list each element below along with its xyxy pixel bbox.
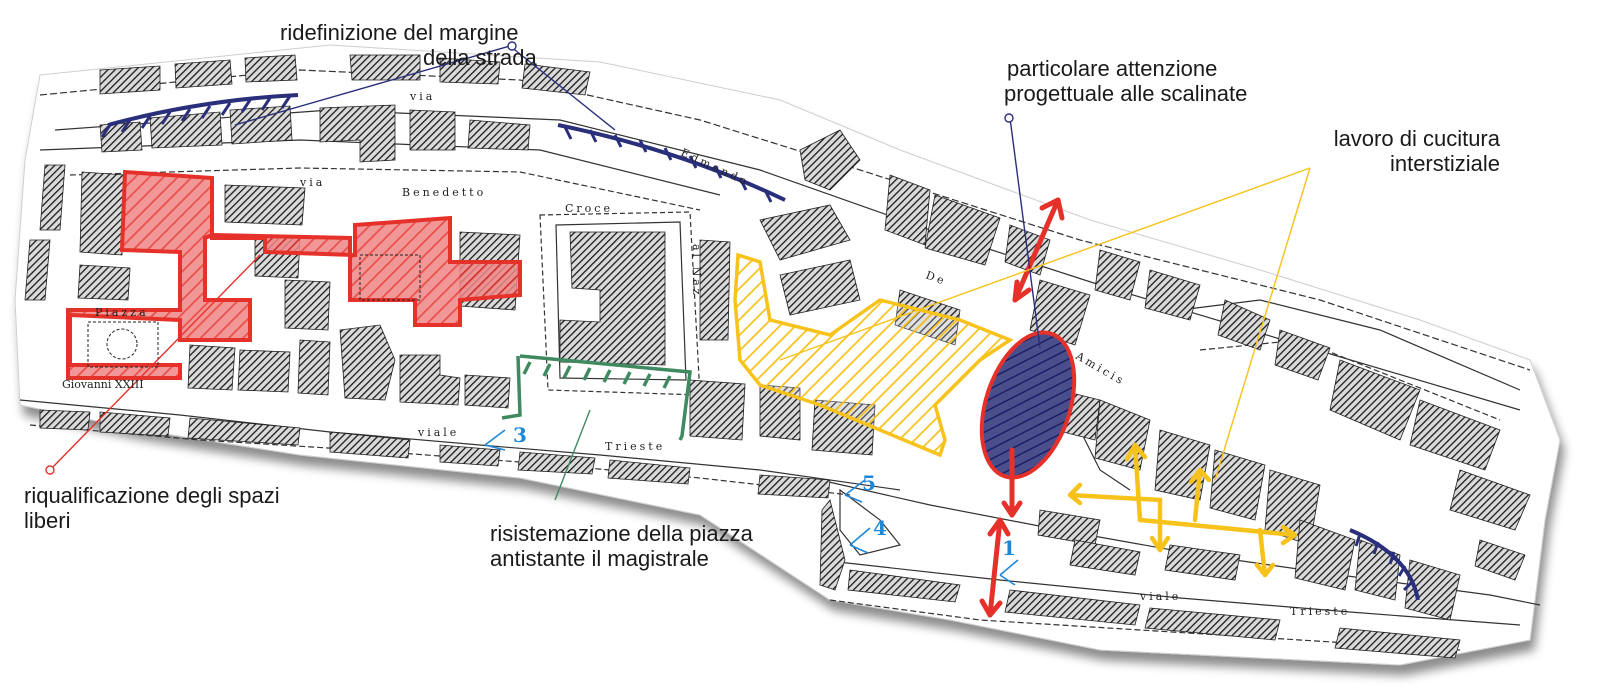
callout-cucitura-line1: lavoro di cucitura [1333,126,1500,151]
yellow-arrows [1067,442,1298,578]
navy-margin-lines [107,93,1420,601]
callout-margine-line1: ridefinizione del margine [280,20,519,45]
marker-1: 1 [1002,536,1016,560]
street-viale-right: viale [1139,590,1181,603]
callout-margine: ridefinizione del margine della strada [280,20,537,70]
street-trieste-right: Trieste [1290,605,1350,618]
marker-5: 5 [862,471,876,495]
street-via: via [299,176,325,189]
street-trieste-left: Trieste [605,440,665,453]
callout-scalinate-line2: progettuale alle scalinate [1004,81,1248,106]
viewpoint-markers [484,429,1019,586]
callout-scalinate: particolare attenzione progettuale alle … [1004,56,1247,106]
green-margin [501,354,692,441]
street-via-top: via [409,90,435,103]
callout-spazi-line2: liberi [24,508,71,533]
callout-piazza-line2: antistante il magistrale [490,546,709,571]
callout-scalinate-line1: particolare attenzione [1007,56,1218,81]
street-nazionale: al Naz [690,244,703,298]
red-zone-piazza [87,254,421,368]
street-viale-left: viale [417,426,459,439]
red-arrows [979,197,1065,618]
callout-piazza: risistemazione della piazza antistante i… [490,521,753,571]
marker-3: 3 [513,423,527,447]
callout-leaders [45,41,1311,501]
yellow-zone-cucitura [733,252,1014,458]
street-piazza: Piazza [95,306,149,319]
buildings [24,54,1531,659]
marker-4: 4 [873,516,887,540]
street-croce: Croce [565,202,613,215]
callout-piazza-line1: risistemazione della piazza [490,521,753,546]
navy-margin-hatch [100,95,1414,592]
callout-cucitura: lavoro di cucitura interstiziale [1310,126,1500,176]
street-benedetto: Benedetto [402,186,486,199]
callout-spazi: riqualificazione degli spazi liberi [24,483,280,533]
callout-margine-line2: della strada [423,45,537,70]
navy-zone-scalinate [979,330,1077,480]
callout-cucitura-line2: interstiziale [1389,151,1500,176]
street-giovanni: Giovanni XXIII [62,378,144,391]
callout-spazi-line1: riqualificazione degli spazi [24,483,280,508]
